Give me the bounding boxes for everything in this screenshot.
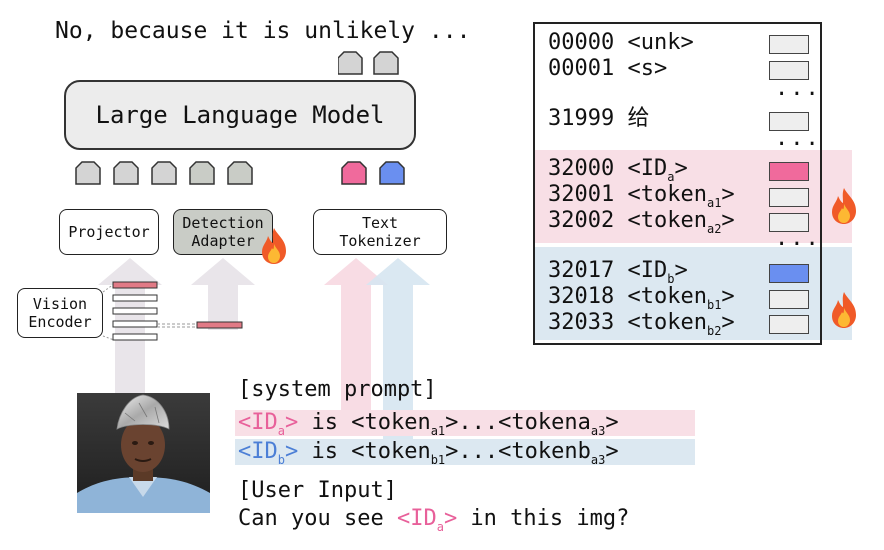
arrow-blue-to-tokenizer — [366, 258, 430, 445]
vocab-swatch-blue — [769, 264, 809, 283]
input-tokens — [75, 161, 405, 185]
vocab-row-32000: 32000 <IDa> — [548, 156, 688, 184]
vocab-swatch — [769, 35, 809, 54]
input-token-gray-3 — [151, 161, 177, 185]
fire-icon-adapter — [262, 228, 286, 264]
arrow-to-detection-adapter — [191, 258, 255, 330]
large-language-model-box: Large Language Model — [64, 80, 416, 150]
vocab-swatch — [769, 112, 809, 131]
vocab-swatch — [769, 315, 809, 334]
input-token-pink — [341, 161, 367, 185]
output-tokens — [338, 51, 399, 75]
user-input-label: [User Input] — [238, 478, 397, 503]
vision-encoder-label-1: Vision — [32, 295, 88, 313]
vocab-ellipsis: ... — [775, 126, 821, 151]
input-token-gray-2 — [113, 161, 139, 185]
text-tokenizer-label-1: Text — [361, 214, 399, 232]
vocab-swatch — [769, 213, 809, 232]
vocab-table — [533, 22, 822, 345]
vocab-row-32001: 32001 <tokena1> — [548, 182, 735, 210]
output-token-1 — [338, 51, 363, 75]
user-question: Can you see <IDa> in this img? — [238, 506, 630, 534]
input-token-blue — [379, 161, 405, 185]
prompt-line-a: <IDa> is <tokena1>...<tokenaa3> — [238, 410, 619, 438]
vocab-swatch — [769, 290, 809, 309]
feature-bar-top — [112, 281, 158, 289]
feature-stack — [102, 281, 243, 341]
projector-label: Projector — [68, 223, 150, 241]
fire-icon-vocab-a — [832, 188, 856, 224]
vocab-swatch — [769, 61, 809, 80]
vocab-swatch-pink — [769, 162, 809, 181]
llm-output-text: No, because it is unlikely ... — [55, 18, 471, 44]
vocab-row-00001: 00001 <s> — [548, 56, 668, 81]
system-prompt-label: [system prompt] — [238, 377, 437, 402]
input-token-adapter-1 — [189, 161, 215, 185]
vocab-row-00000: 00000 <unk> — [548, 30, 694, 55]
llm-label: Large Language Model — [95, 101, 385, 129]
prompt-line-b: <IDb> is <tokenb1>...<tokenba3> — [238, 439, 619, 467]
vocab-row-31999: 31999 给 — [548, 106, 650, 131]
vision-encoder-label-2: Encoder — [28, 313, 92, 331]
input-token-gray-1 — [75, 161, 101, 185]
vocab-row-32018: 32018 <tokenb1> — [548, 284, 735, 312]
output-token-2 — [373, 51, 399, 75]
vocab-swatch — [769, 188, 809, 207]
arrow-pink-to-tokenizer — [324, 258, 388, 415]
arrow-image-to-projector — [98, 258, 162, 400]
vocab-row-32002: 32002 <tokena2> — [548, 208, 735, 236]
vocab-row-32033: 32033 <tokenb2> — [548, 310, 735, 338]
text-tokenizer-label-2: Tokenizer — [339, 232, 421, 250]
feature-bar-detection — [196, 321, 243, 329]
prompt-highlight-b — [235, 439, 695, 465]
vocab-row-32017: 32017 <IDb> — [548, 258, 688, 286]
prompt-highlight-a — [235, 410, 695, 436]
detection-adapter-label-1: Detection — [182, 214, 264, 232]
input-token-adapter-2 — [227, 161, 253, 185]
projector-box: Projector — [59, 209, 159, 255]
input-image — [77, 393, 210, 513]
fire-icon-vocab-b — [832, 292, 856, 328]
detection-adapter-label-2: Adapter — [191, 232, 255, 250]
vocab-ellipsis: ... — [775, 226, 821, 251]
vocab-ellipsis: ... — [775, 76, 821, 101]
